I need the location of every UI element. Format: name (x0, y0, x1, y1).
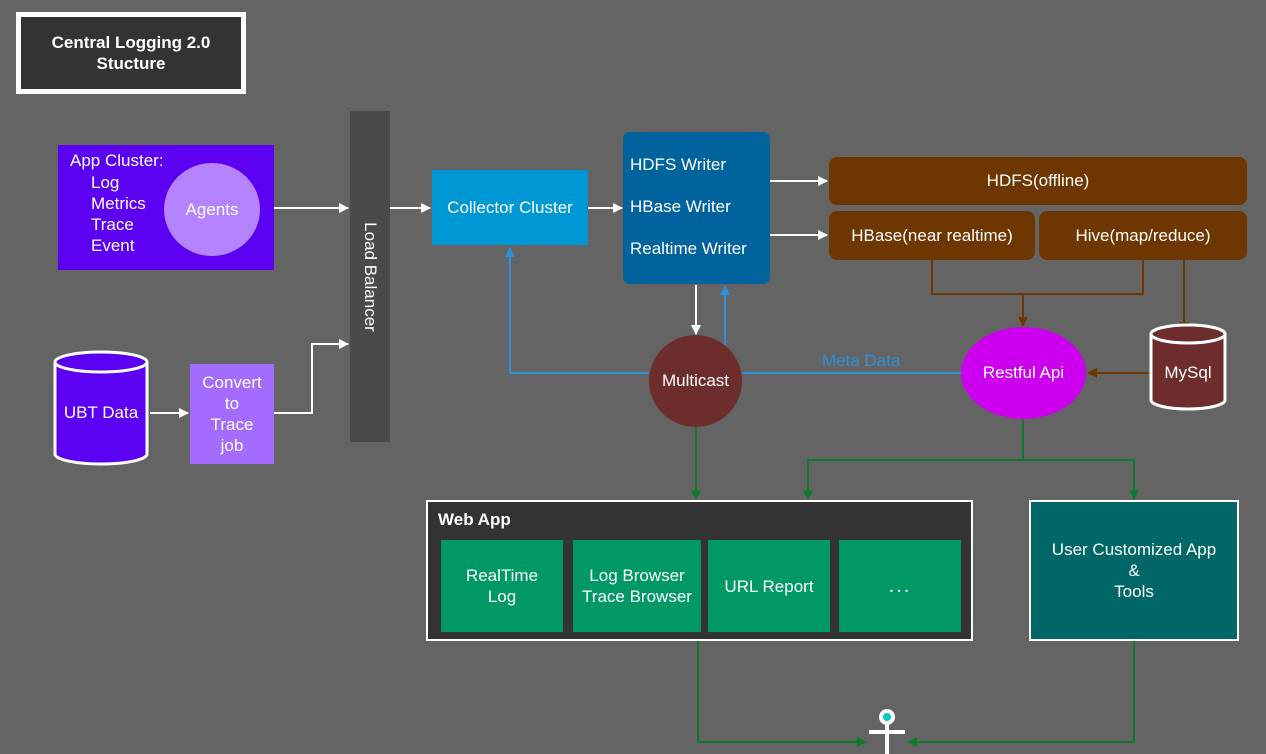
meta-data-label: Meta Data (822, 351, 901, 370)
arrow-webapp-to-user (697, 641, 867, 747)
user-app-line-2: & (1128, 561, 1140, 580)
hive-map-reduce-node: Hive(map/reduce) (1039, 211, 1247, 260)
line-hbase-to-restful (931, 260, 1023, 295)
load-balancer-label: Load Balancer (361, 221, 381, 332)
app-cluster-item-event: Event (91, 236, 135, 255)
hbase-writer-label: HBase Writer (630, 197, 731, 216)
log-browser-label: Log Browser (589, 566, 685, 585)
user-app-line-3: Tools (1114, 582, 1154, 601)
arrow-userapp-to-user (907, 641, 1135, 747)
writers-node: HDFS Writer HBase Writer Realtime Writer (623, 132, 770, 284)
app-cluster-list: Log Metrics Trace Event (91, 172, 146, 256)
user-app-line-1: User Customized App (1051, 540, 1217, 559)
title-line-2: Stucture (96, 54, 166, 73)
app-cluster-item-log: Log (91, 173, 120, 192)
diagram-title: Central Logging 2.0 Stucture (16, 12, 246, 94)
app-cluster-heading: App Cluster: (70, 151, 164, 170)
app-cluster-item-metrics: Metrics (91, 194, 146, 213)
arrow-multicast-to-collector (505, 247, 649, 374)
trace-browser-label: Trace Browser (582, 587, 692, 606)
convert-line-3: Trace (210, 415, 254, 434)
app-cluster-item-trace: Trace (91, 215, 134, 234)
hdfs-offline-node: HDFS(offline) (829, 157, 1247, 205)
convert-line-1: Convert (202, 373, 262, 392)
arrow-convert-to-lb (274, 339, 349, 414)
convert-line-2: to (224, 394, 240, 413)
realtime-log-line-2: Log (487, 587, 517, 606)
mysql-label: MySql (1164, 363, 1212, 382)
hbase-near-realtime-node: HBase(near realtime) (829, 211, 1035, 260)
user-customized-app-node: User Customized App & Tools (1029, 500, 1239, 641)
realtime-log-tile: RealTime Log (441, 540, 563, 632)
hdfs-writer-label: HDFS Writer (630, 155, 727, 174)
line-hive-to-restful (1023, 260, 1144, 295)
log-trace-browser-tile: Log Browser Trace Browser (573, 540, 701, 632)
arrow-restful-to-userapp (1023, 459, 1139, 500)
agents-node: Agents (164, 163, 260, 256)
ubt-data-label: UBT Data (63, 403, 139, 422)
arrow-restful-to-webapp (803, 419, 1024, 500)
more-apps-tile: ... (839, 540, 961, 632)
title-line-1: Central Logging 2.0 (51, 33, 211, 52)
convert-to-trace-job-node: Convert to Trace job (190, 364, 274, 464)
mysql-database-icon (1149, 323, 1227, 411)
collector-cluster-node: Collector Cluster (432, 170, 588, 245)
convert-line-4: job (220, 436, 244, 455)
user-icon (869, 709, 905, 754)
url-report-tile: URL Report (708, 540, 830, 632)
ubt-data-database-icon (53, 350, 149, 466)
multicast-node: Multicast (649, 335, 742, 427)
load-balancer-node: Load Balancer (350, 111, 390, 442)
web-app-container: Web App RealTime Log Log Browser Trace B… (426, 500, 973, 641)
realtime-writer-label: Realtime Writer (630, 239, 747, 258)
restful-api-node: Restful Api (961, 327, 1086, 419)
web-app-title: Web App (438, 510, 511, 529)
realtime-log-line-1: RealTime (465, 566, 539, 585)
